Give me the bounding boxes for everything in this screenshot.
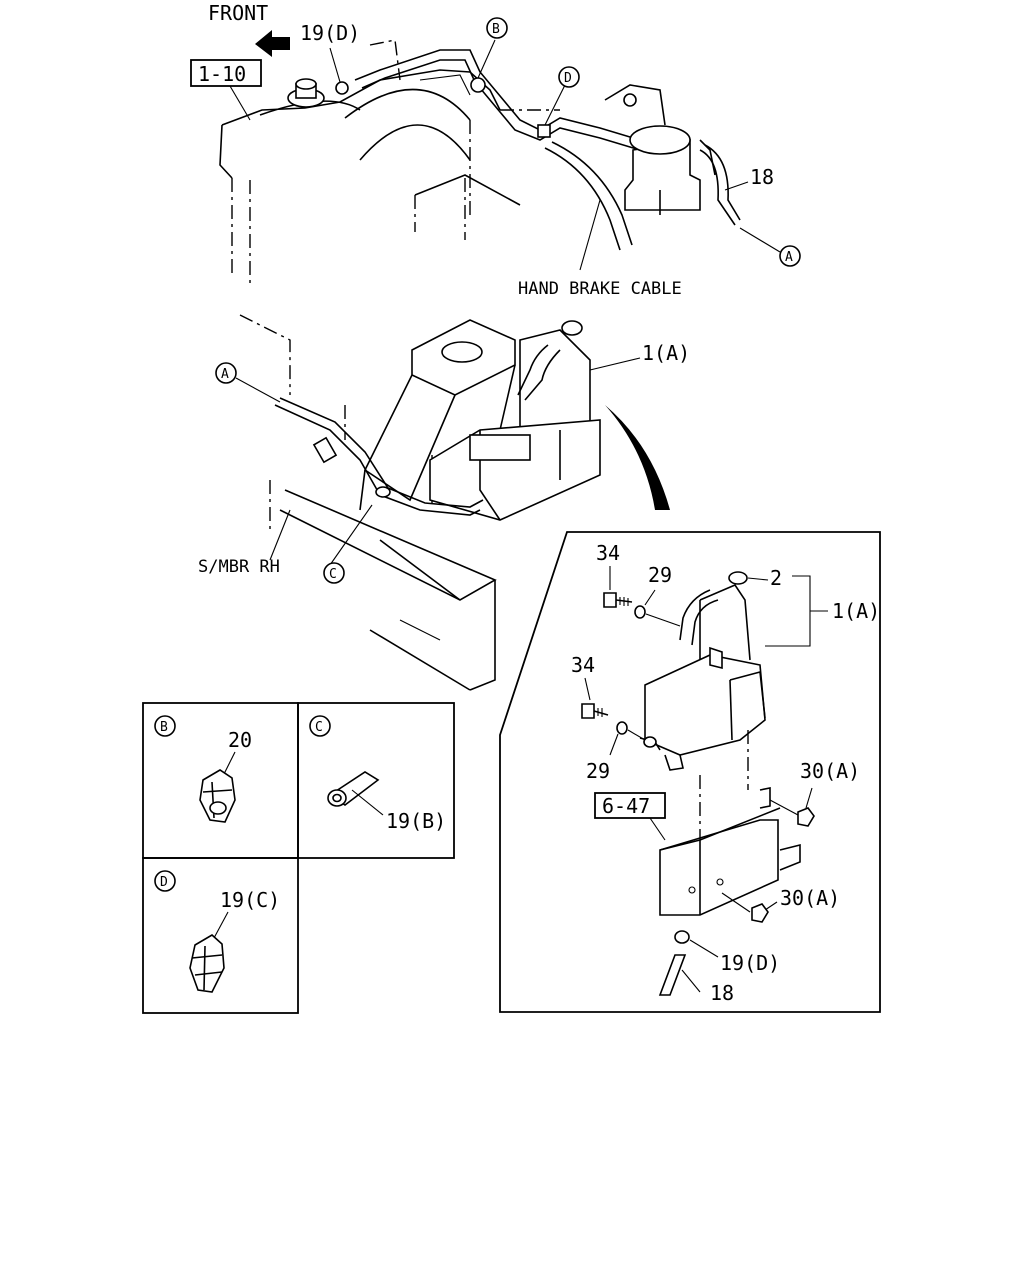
svg-text:C: C <box>315 720 323 735</box>
svg-text:A: A <box>785 250 793 265</box>
ref-box-1-10 <box>190 59 262 87</box>
label-19d-detail: 19(D) <box>720 951 780 975</box>
callout-c-mid <box>323 562 345 584</box>
label-smbr-rh: S/MBR RH <box>198 557 280 577</box>
label-30a-b: 30(A) <box>780 886 840 910</box>
label-18-top: 18 <box>750 165 774 189</box>
callout-a-top <box>779 245 801 267</box>
front-label: FRONT <box>208 1 268 25</box>
svg-text:C: C <box>329 567 337 582</box>
label-20: 20 <box>228 728 252 752</box>
svg-text:B: B <box>160 720 168 735</box>
callout-d-box <box>154 870 176 892</box>
svg-text:A: A <box>221 367 229 382</box>
callout-b-box <box>154 715 176 737</box>
label-18-detail: 18 <box>710 981 734 1005</box>
svg-text:B: B <box>492 22 500 37</box>
top-engine-view: FRONT 1-10 19(D) B <box>190 1 801 299</box>
ref-label-1-10: 1-10 <box>198 62 246 86</box>
label-hand-brake-cable: HAND BRAKE CABLE <box>518 279 682 299</box>
label-34-a: 34 <box>596 541 620 565</box>
middle-frame-view: 1(A) A S/MBR RH C <box>198 314 690 691</box>
label-1a-detail: 1(A) <box>832 599 880 623</box>
callout-d-top <box>558 66 580 88</box>
ref-box-6-47 <box>594 792 666 819</box>
ref-label-6-47: 6-47 <box>602 794 650 818</box>
label-29-a: 29 <box>648 563 672 587</box>
label-19c: 19(C) <box>220 888 280 912</box>
svg-text:D: D <box>160 875 168 890</box>
label-19d-top: 19(D) <box>300 21 360 45</box>
detail-inset: 34 29 34 29 2 1(A) <box>499 531 881 1013</box>
callout-a-mid <box>215 362 237 384</box>
callout-c-box <box>309 715 331 737</box>
detail-arrow-icon <box>605 405 670 510</box>
label-1a-main: 1(A) <box>642 341 690 365</box>
label-2: 2 <box>770 566 782 590</box>
label-30a-a: 30(A) <box>800 759 860 783</box>
label-34-b: 34 <box>571 653 595 677</box>
front-arrow-icon <box>255 30 290 57</box>
label-19b: 19(B) <box>386 809 446 833</box>
clip-detail-boxes: B 20 C 19(B) D 19(C) <box>142 702 455 1014</box>
svg-text:D: D <box>564 71 572 86</box>
label-29-b: 29 <box>586 759 610 783</box>
callout-b-top <box>486 17 508 39</box>
